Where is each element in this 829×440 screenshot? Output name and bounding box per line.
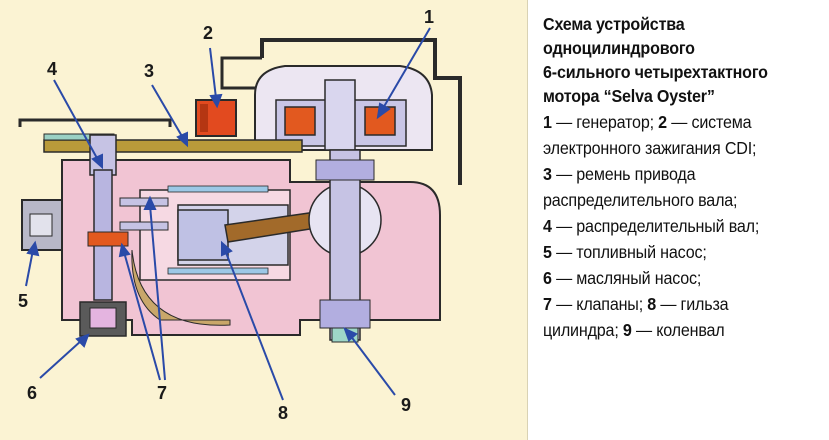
leader-7b-head	[143, 195, 157, 210]
legend-line: 3 — ремень привода	[543, 161, 819, 187]
cdi-unit-shade	[200, 104, 208, 132]
legend-text: — ремень привода	[551, 164, 696, 184]
legend-text: — топливный насос;	[551, 242, 707, 262]
crankshaft-bearing-bottom	[319, 299, 371, 329]
legend-line: распределительного вала;	[543, 187, 819, 213]
callout-7: 7	[157, 383, 168, 403]
legend-number: 1	[543, 112, 552, 132]
valve-top	[119, 197, 169, 207]
leader-7a	[123, 251, 161, 381]
legend-number: 8	[647, 294, 657, 314]
caption-title-line: одноцилиндрового	[543, 38, 695, 58]
legend-text: — клапаны;	[551, 294, 648, 314]
legend-text: — генератор;	[551, 112, 659, 132]
legend-text: — масляный насос;	[551, 268, 702, 288]
oil-sump	[131, 249, 231, 326]
engine-diagram: 1 2 3 4 5 6 7 8 9	[0, 0, 527, 440]
legend-text: — коленвал	[631, 320, 725, 340]
caption-title-line: мотора “Selva Oyster”	[543, 86, 715, 106]
legend-text: — распределительный вал;	[551, 216, 760, 236]
legend-line: 6 — масляный насос;	[543, 265, 819, 291]
legend-number: 3	[543, 164, 552, 184]
callout-6: 6	[27, 383, 38, 403]
piston	[177, 209, 229, 261]
leader-2	[209, 47, 217, 99]
leader-6	[39, 339, 83, 379]
legend-line: 5 — топливный насос;	[543, 239, 819, 265]
leader-8	[224, 249, 284, 401]
outer-frame-line	[260, 38, 462, 185]
generator-shaft	[324, 79, 356, 151]
legend-number: 4	[543, 216, 552, 236]
caption-title-line: 6-сильного четырехтактного	[543, 62, 768, 82]
legend-number: 7	[543, 294, 552, 314]
oil-pump-core	[89, 307, 117, 329]
engine-cross-section	[18, 27, 462, 401]
legend-text: цилиндра;	[543, 320, 623, 340]
legend-text: электронного зажигания CDI;	[543, 138, 757, 158]
fuel-pump-inner	[29, 213, 53, 237]
legend-text: — гильза	[656, 294, 729, 314]
panel-divider	[527, 0, 528, 440]
valve-bottom	[119, 221, 169, 231]
legend-line: 1 — генератор; 2 — система	[543, 109, 819, 135]
leader-3-head	[176, 131, 188, 148]
legend-line: 4 — распределительный вал;	[543, 213, 819, 239]
leader-8-head	[221, 240, 233, 257]
frame-line-left	[220, 56, 262, 90]
leader-9	[349, 334, 396, 396]
legend-number: 5	[543, 242, 552, 262]
leader-7a-head	[118, 242, 131, 258]
leader-5	[25, 249, 34, 287]
legend-line: 7 — клапаны; 8 — гильза	[543, 291, 819, 317]
caption-title-line: Схема устройства	[543, 14, 685, 34]
leader-2-head	[209, 93, 223, 109]
leader-9-head	[343, 327, 358, 342]
generator-coil-left	[284, 106, 316, 136]
caption-title: Схема устройства одноцилиндрового 6-силь…	[543, 12, 819, 108]
leader-1	[381, 27, 431, 111]
callout-3: 3	[144, 61, 155, 81]
cooling-channel-top	[167, 185, 269, 193]
legend-line: электронного зажигания CDI;	[543, 135, 819, 161]
legend-number: 9	[622, 320, 632, 340]
belt-frame-line	[18, 118, 172, 127]
leader-3	[151, 84, 184, 139]
legend-line: цилиндра; 9 — коленвал	[543, 317, 819, 343]
valve-springs	[87, 231, 129, 247]
leader-6-head	[75, 333, 90, 348]
callout-1: 1	[424, 7, 435, 27]
leader-7b	[149, 204, 166, 381]
legend-text: — система	[666, 112, 752, 132]
callout-4: 4	[47, 59, 58, 79]
callout-8: 8	[278, 403, 289, 423]
leader-4	[53, 79, 99, 161]
legend-number: 6	[543, 268, 552, 288]
callout-9: 9	[401, 395, 412, 415]
leader-4-head	[91, 153, 103, 170]
leader-5-head	[26, 240, 40, 257]
leader-1-head	[376, 102, 391, 120]
legend-text: распределительного вала;	[543, 190, 738, 210]
timing-belt	[43, 139, 303, 153]
figure-caption: Схема устройства одноцилиндрового 6-силь…	[543, 12, 825, 343]
crankshaft-bearing-top	[315, 159, 375, 181]
legend-number: 2	[658, 112, 667, 132]
callout-5: 5	[18, 291, 29, 311]
callout-leaders	[25, 27, 431, 401]
cooling-channel-bottom	[167, 267, 269, 275]
callout-2: 2	[203, 23, 214, 43]
parts-legend: 1 — генератор; 2 — система электронного …	[543, 109, 819, 343]
